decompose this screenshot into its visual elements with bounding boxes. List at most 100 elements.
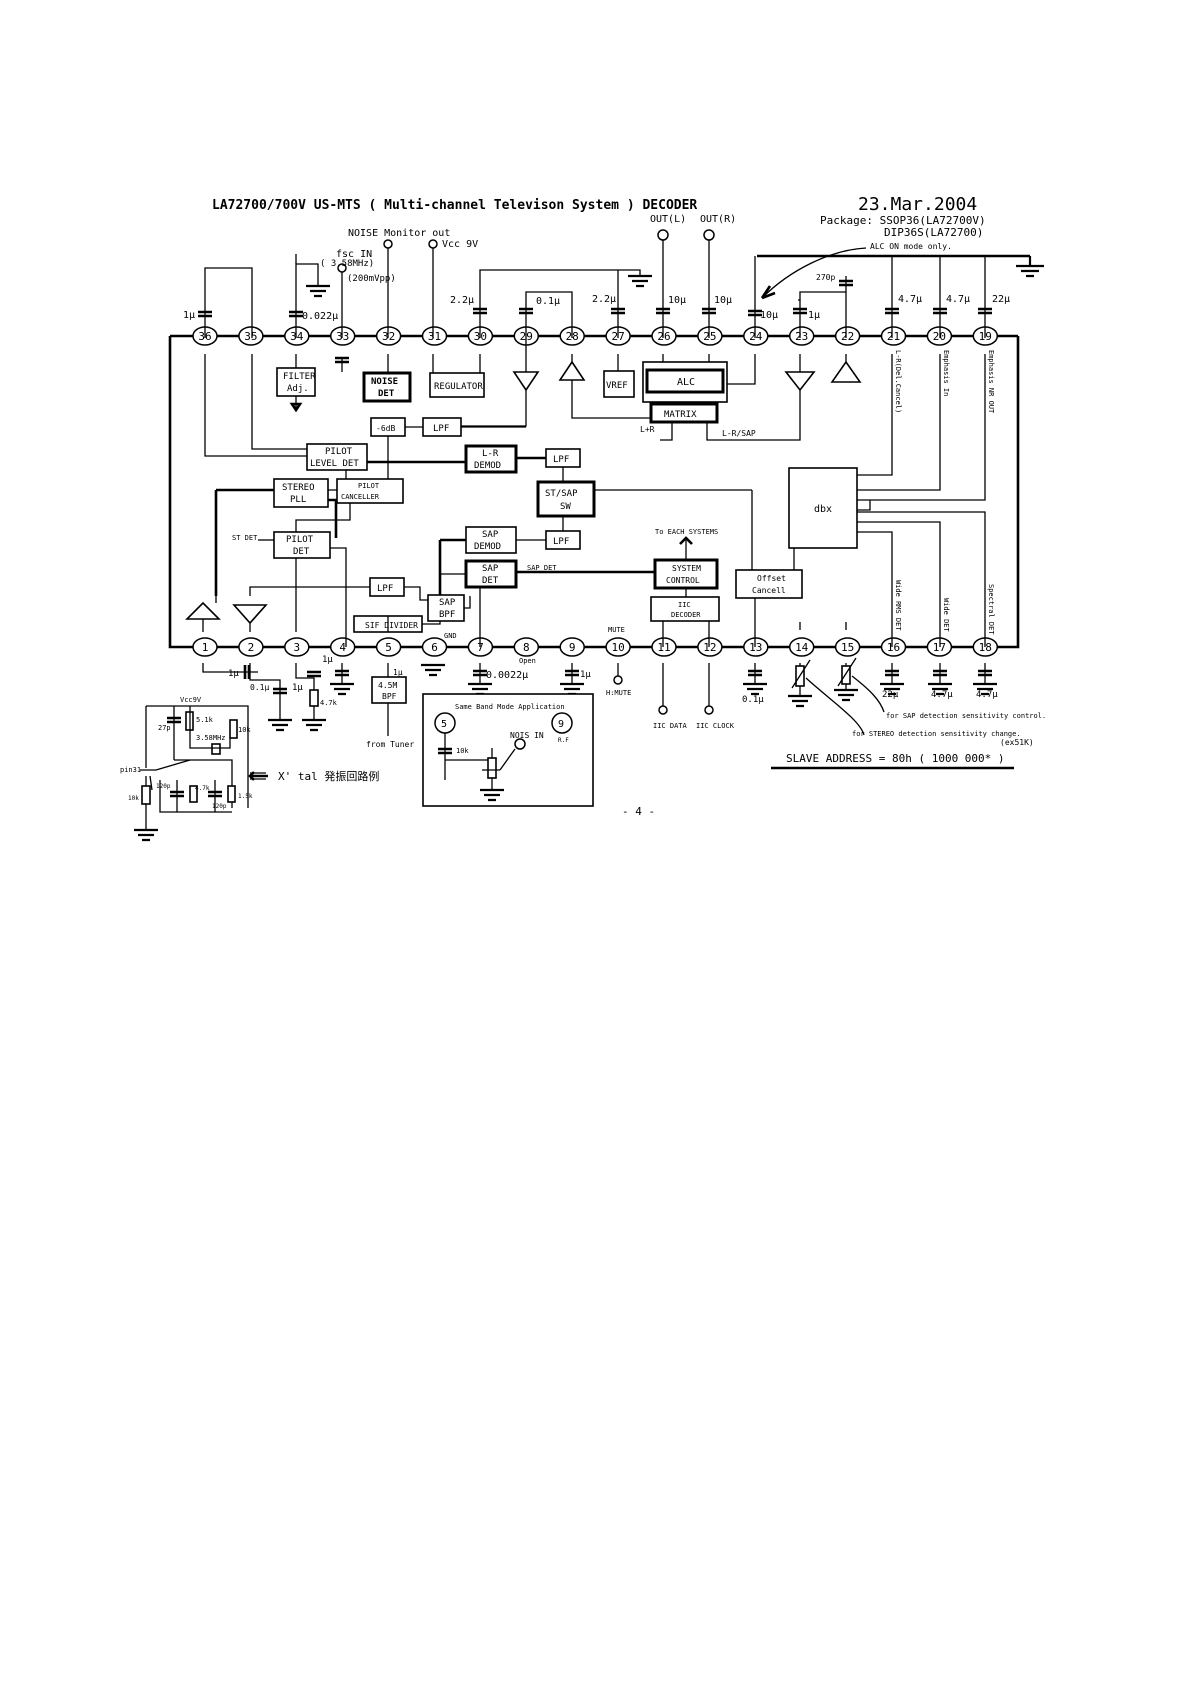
pin-number: 35 bbox=[244, 330, 257, 343]
noise-det-block bbox=[362, 371, 412, 403]
pin-number: 33 bbox=[336, 330, 349, 343]
capacitor bbox=[885, 307, 899, 315]
block-label: PILOT bbox=[325, 447, 353, 457]
block-label: SAP bbox=[439, 598, 456, 608]
pin-function-label: L-R(Del.Cancel) bbox=[894, 350, 902, 413]
block-label: PILOT bbox=[286, 535, 314, 545]
pin-23: 23 bbox=[788, 326, 815, 346]
ground-symbol bbox=[628, 274, 652, 288]
block-label: Adj. bbox=[287, 384, 309, 394]
signal-label: for STEREO detection sensitivity change. bbox=[852, 730, 1021, 738]
pin-number: 14 bbox=[795, 641, 809, 654]
pin-circle bbox=[329, 326, 356, 346]
cap-label: 10μ bbox=[668, 295, 686, 306]
signal-label: pin31 bbox=[120, 766, 141, 774]
pin-circle bbox=[697, 326, 723, 346]
pin-11: 11 bbox=[651, 637, 677, 657]
block-label: STEREO bbox=[282, 483, 315, 493]
pin-1: 1 bbox=[192, 637, 218, 657]
pin-circle bbox=[651, 637, 677, 657]
pin-12: 12 bbox=[697, 637, 723, 657]
resistor bbox=[189, 785, 198, 803]
cap-label: 10k bbox=[128, 795, 139, 802]
pin-circle bbox=[605, 637, 631, 657]
capacitor bbox=[978, 307, 992, 315]
cap-label: 4.7μ bbox=[898, 294, 922, 305]
ground-symbol bbox=[468, 682, 492, 696]
ground-symbol bbox=[560, 682, 584, 696]
slave-address-label: SLAVE ADDRESS = 80h ( 1000 000* ) bbox=[786, 752, 1005, 765]
resistor bbox=[227, 785, 236, 803]
vcc-label: Vcc 9V bbox=[442, 239, 478, 250]
block-label: DECODER bbox=[671, 611, 701, 619]
pin-number: 5 bbox=[385, 641, 392, 654]
alc-on-label: ALC ON mode only. bbox=[870, 242, 952, 251]
cap-label: 1μ bbox=[322, 655, 333, 665]
cap-label: 2.2μ bbox=[592, 294, 616, 305]
signal-label: MUTE bbox=[608, 626, 625, 634]
pin-circle bbox=[284, 637, 310, 657]
pin-25: 25 bbox=[697, 326, 723, 346]
signal-label: ST DET bbox=[232, 534, 258, 542]
package-info-2: DIP36S(LA72700) bbox=[884, 226, 983, 239]
pin-number: 8 bbox=[523, 641, 530, 654]
pin-24: 24 bbox=[743, 326, 769, 346]
pin-number: 21 bbox=[887, 330, 900, 343]
ground-symbol bbox=[788, 694, 812, 708]
pin-26: 26 bbox=[651, 326, 677, 346]
noise-monitor-label: NOISE Monitor out bbox=[348, 228, 450, 239]
pin-function-label: Wide DET bbox=[942, 598, 950, 633]
test-point-icon bbox=[514, 738, 526, 750]
pin-function-label: Spectral DET bbox=[987, 584, 995, 635]
dbx-block bbox=[788, 467, 858, 549]
block-label: CONTROL bbox=[666, 576, 700, 585]
ground-symbol bbox=[973, 682, 997, 696]
pin-31: 31 bbox=[421, 326, 448, 346]
vref-block bbox=[603, 370, 635, 398]
pin-function-label: Wide RMS DET bbox=[894, 580, 902, 631]
ground-symbol bbox=[421, 663, 445, 677]
resistor bbox=[309, 689, 319, 707]
pin-circle bbox=[743, 326, 769, 346]
capacitor bbox=[611, 307, 625, 315]
pin-33: 33 bbox=[329, 326, 356, 346]
pin-circle bbox=[192, 637, 218, 657]
matrix-block bbox=[649, 402, 719, 424]
test-point-icon bbox=[657, 229, 669, 241]
pin-number: 34 bbox=[290, 330, 304, 343]
pin-number: 9 bbox=[569, 641, 576, 654]
alc-block bbox=[645, 368, 725, 394]
xtal-caption: X' tal 発振回路例 bbox=[278, 769, 379, 783]
pin-4: 4 bbox=[329, 637, 356, 657]
block-label: ALC bbox=[677, 377, 695, 388]
bpf-4-5m-block bbox=[371, 676, 407, 704]
cap-label: 4.7k bbox=[195, 785, 210, 792]
block-label: FILTER bbox=[283, 372, 316, 382]
pin-14: 14 bbox=[788, 637, 815, 657]
pin-35: 35 bbox=[238, 326, 264, 346]
capacitor bbox=[198, 310, 212, 318]
block-label: SW bbox=[560, 502, 571, 512]
pin-number: 17 bbox=[933, 641, 946, 654]
cap-label: 4.7k bbox=[320, 699, 338, 707]
pin-5: 5 bbox=[375, 637, 402, 657]
cap-label: 1μ bbox=[292, 683, 303, 693]
cap-label: 2.2μ bbox=[450, 295, 474, 306]
block-label: IIC bbox=[678, 601, 691, 609]
crystal-icon bbox=[211, 743, 221, 755]
cap-label: 22μ bbox=[992, 294, 1010, 305]
pin-34: 34 bbox=[284, 326, 310, 346]
cap-label: 27p bbox=[158, 724, 171, 732]
revision-date: 23.Mar.2004 bbox=[858, 194, 977, 215]
signal-label: L+R bbox=[640, 425, 655, 434]
cap-label: 0.022μ bbox=[302, 311, 338, 322]
out-l-label: OUT(L) bbox=[650, 214, 686, 225]
block-label: PILOT bbox=[358, 482, 380, 490]
signal-label: R.F bbox=[558, 737, 569, 744]
cap-label: 120p bbox=[212, 803, 227, 810]
offset-cancel-block bbox=[735, 569, 803, 599]
pilot-canceller-block bbox=[336, 478, 404, 504]
buffer-amp bbox=[512, 371, 540, 392]
pin-21: 21 bbox=[880, 326, 907, 346]
pin-number: 6 bbox=[431, 641, 438, 654]
